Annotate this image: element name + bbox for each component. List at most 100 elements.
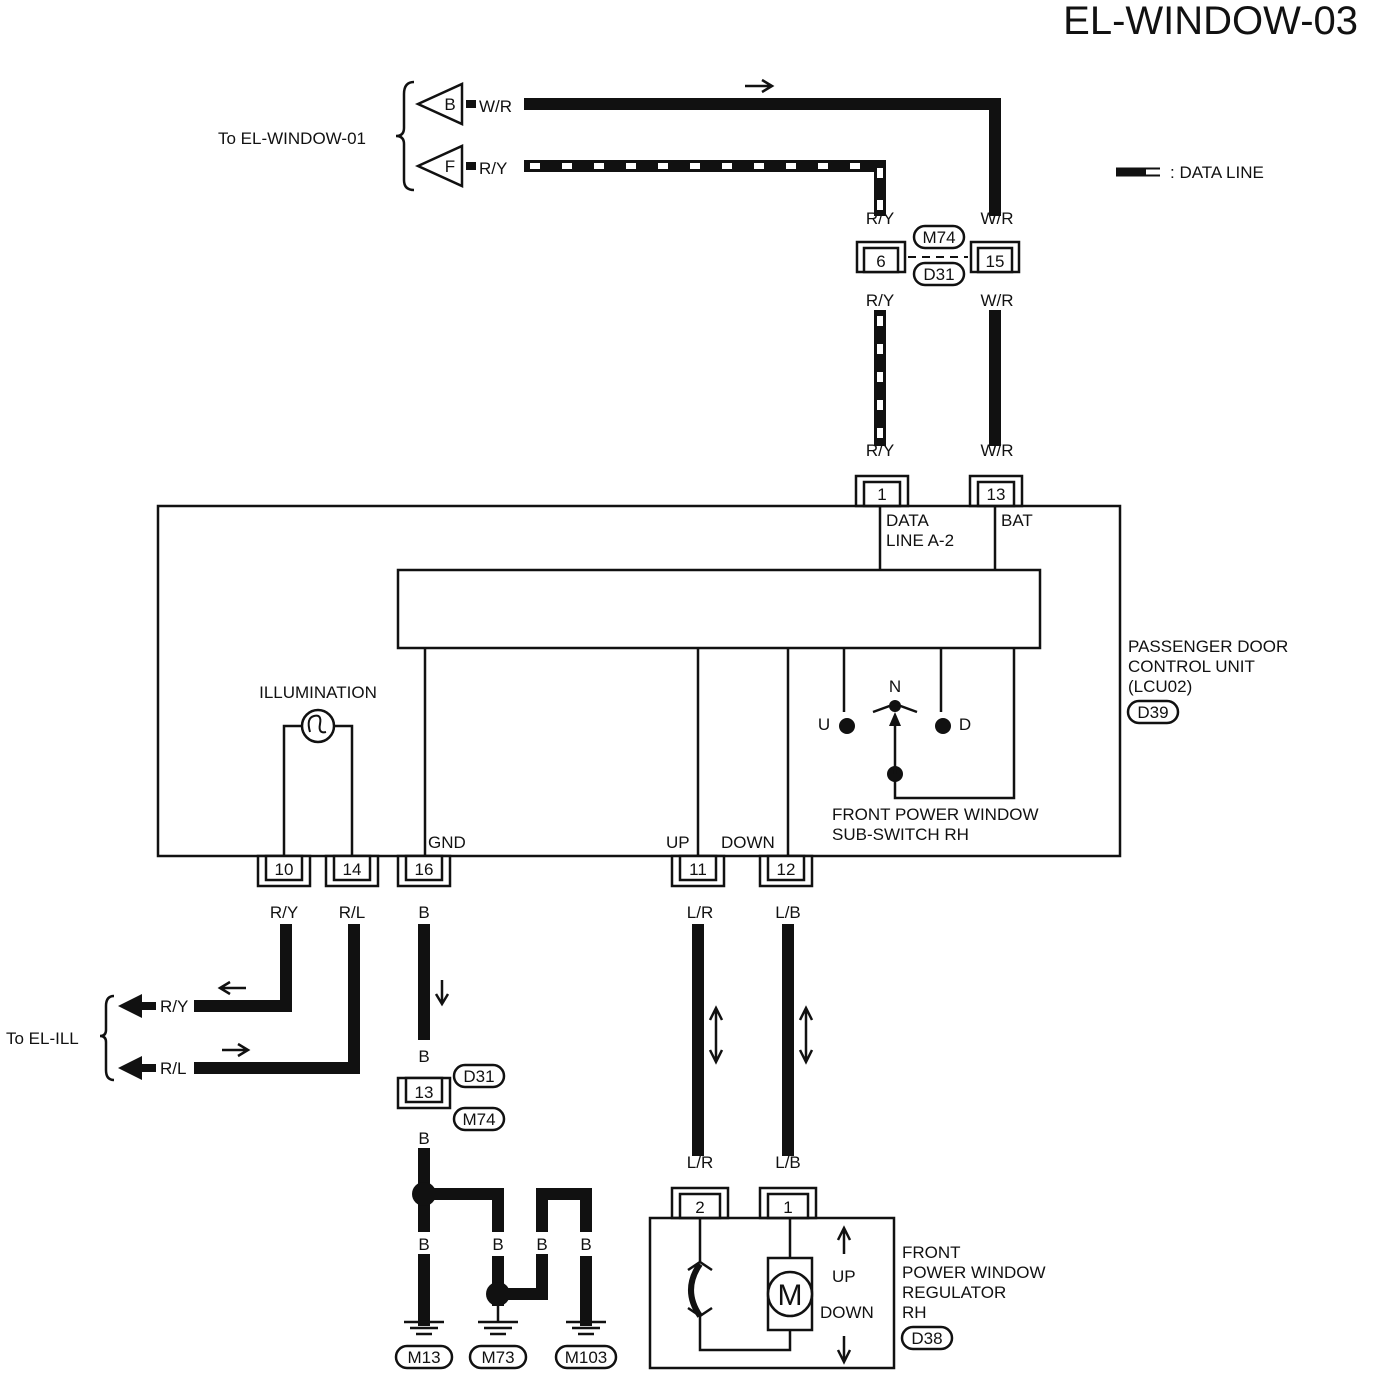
unit-name-1: PASSENGER DOOR [1128, 637, 1288, 656]
svg-text:M74: M74 [462, 1110, 495, 1129]
motor-label: M [778, 1279, 803, 1312]
flow-arrow-updown-1-icon [708, 1005, 724, 1065]
gnd-label: GND [428, 833, 466, 852]
switch-name-2: SUB-SWITCH RH [832, 825, 969, 844]
connector-d31-badge: D31 [912, 261, 966, 287]
arrow-b-icon [414, 82, 464, 126]
regulator-down-label: DOWN [820, 1303, 874, 1322]
front-power-window-sub-switch: U N D FRONT POWER WINDOW SUB-SWITCH RH [818, 648, 1039, 844]
svg-text:16: 16 [415, 860, 434, 879]
wire-ry-top [524, 160, 886, 216]
ground-m103-badge: M103 [554, 1344, 618, 1370]
wire-label-b-5: B [492, 1235, 503, 1254]
svg-text:10: 10 [275, 860, 294, 879]
passenger-door-control-unit [156, 504, 1122, 858]
ground-m13-icon [404, 1320, 444, 1336]
connector-6: 6 [855, 240, 907, 274]
wire-label-b-2: B [418, 1047, 429, 1066]
connector-d31-badge-2: D31 [452, 1063, 506, 1089]
svg-text:14: 14 [343, 860, 362, 879]
ref-el-ill-label: To EL-ILL [6, 1029, 79, 1048]
down-label: DOWN [721, 833, 775, 852]
front-power-window-regulator [648, 1216, 896, 1370]
wire-label-ry-4: R/Y [270, 903, 298, 922]
legend-data-line: : DATA LINE [1116, 163, 1264, 182]
connector-pin-13: 13 [968, 474, 1024, 508]
svg-text:13: 13 [987, 485, 1006, 504]
legend-data-line-label: : DATA LINE [1170, 163, 1264, 182]
wire-label-lb-2: L/B [775, 1153, 801, 1172]
ground-m13-badge: M13 [394, 1344, 454, 1370]
ref-el-ill: To EL-ILL [6, 994, 115, 1082]
wire-label-ry-3: R/Y [866, 441, 894, 460]
regulator-name-3: REGULATOR [902, 1283, 1006, 1302]
wire-ry-top-label: R/Y [479, 159, 507, 178]
switch-u-label: U [818, 715, 830, 734]
regulator-pin-1: 1 [758, 1186, 818, 1220]
svg-text:D31: D31 [923, 265, 954, 284]
connector-pin-10: 10 [256, 854, 312, 888]
svg-text:12: 12 [777, 860, 796, 879]
svg-text:1: 1 [877, 485, 886, 504]
wire-label-wr-2: W/R [980, 291, 1013, 310]
motor-icon [766, 1270, 814, 1318]
connector-pin-16: 16 [396, 854, 452, 888]
wire-label-b-1: B [418, 903, 429, 922]
svg-text:1: 1 [783, 1198, 792, 1217]
connector-15: 15 [969, 240, 1021, 274]
regulator-pin-2: 2 [670, 1186, 730, 1220]
wire-label-b-7: B [580, 1235, 591, 1254]
svg-text:D31: D31 [463, 1067, 494, 1086]
regulator-name-4: RH [902, 1303, 927, 1322]
svg-text:D38: D38 [911, 1329, 942, 1348]
wire-label-ry-ill: R/Y [160, 997, 188, 1016]
connector-joint-13: 13 [396, 1076, 452, 1110]
circuit-breaker-icon [688, 1262, 703, 1318]
ground-m103-icon [566, 1320, 606, 1336]
ground-m73-icon [478, 1306, 518, 1336]
flow-arrow-updown-2-icon [798, 1005, 814, 1065]
illumination-lamp-icon [300, 708, 336, 744]
data-line-label-1: DATA [886, 511, 929, 530]
diagram-title: EL-WINDOW-03 [1063, 0, 1358, 43]
arrow-out-ry-icon [118, 994, 142, 1018]
connector-pin-12: 12 [758, 854, 814, 888]
svg-text:6: 6 [876, 252, 885, 271]
connector-pin-1: 1 [854, 474, 910, 508]
wire-label-rl-ill: R/L [160, 1059, 186, 1078]
connector-m74-badge: M74 [912, 224, 966, 250]
svg-text:2: 2 [695, 1198, 704, 1217]
svg-text:15: 15 [986, 252, 1005, 271]
up-label: UP [666, 833, 690, 852]
switch-name-1: FRONT POWER WINDOW [832, 805, 1039, 824]
wire-b-splice [418, 1188, 504, 1236]
wire-wr-top-label: W/R [479, 97, 512, 116]
wire-label-b-3: B [418, 1129, 429, 1148]
svg-text:M74: M74 [922, 228, 955, 247]
connector-d39-badge: D39 [1126, 699, 1180, 725]
svg-text:M103: M103 [565, 1348, 608, 1367]
unit-name-3: (LCU02) [1128, 677, 1192, 696]
wire-rl-ill [194, 924, 360, 1074]
ground-m73-badge: M73 [468, 1344, 528, 1370]
bat-label: BAT [1001, 511, 1033, 530]
connector-m74-badge-2: M74 [452, 1106, 506, 1132]
wire-label-b-6: B [536, 1235, 547, 1254]
wire-label-b-4: B [418, 1235, 429, 1254]
arrow-out-rl-icon [118, 1056, 142, 1080]
wire-label-lb-1: L/B [775, 903, 801, 922]
regulator-up-label: UP [832, 1267, 856, 1286]
wire-label-rl-1: R/L [339, 903, 365, 922]
switch-n-label: N [889, 677, 901, 696]
regulator-name-1: FRONT [902, 1243, 961, 1262]
ref-el-window-01: To EL-WINDOW-01 B F [218, 80, 464, 192]
control-logic-block [396, 568, 1042, 650]
arrow-f-icon [414, 144, 464, 188]
arrow-f-letter: F [445, 157, 455, 176]
regulator-name-2: POWER WINDOW [902, 1263, 1046, 1282]
illumination-label: ILLUMINATION [259, 683, 377, 702]
wire-label-ry-2: R/Y [866, 291, 894, 310]
switch-d-label: D [959, 715, 971, 734]
svg-text:13: 13 [415, 1083, 434, 1102]
